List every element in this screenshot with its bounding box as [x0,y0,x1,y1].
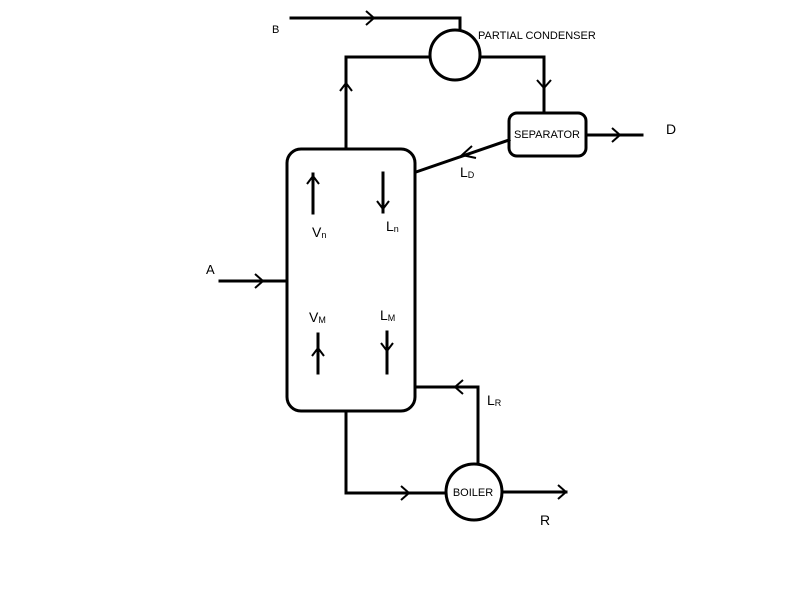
feed-b-arrow [365,10,376,26]
lm-label-sub: M [388,313,396,323]
vm-flow-arrow [311,346,325,357]
partial-condenser [428,28,482,82]
boilup-arrow [453,379,464,395]
feed-b-label: B [272,24,279,36]
residue-arrow [557,484,568,500]
overhead-vapor-line [344,55,432,151]
vn-label-sub: n [321,230,326,240]
lm-label: LM [380,307,395,323]
bottoms-arrow [400,485,411,501]
lm-label-main: L [380,307,388,323]
vn-label: Vn [312,224,326,240]
distillate-arrow [611,127,622,143]
reflux-label-sub: D [468,170,475,180]
boilup-label-main: L [487,392,495,408]
reflux-label-main: L [460,164,468,180]
ln-label-sub: n [394,224,399,234]
vm-label-sub: M [318,315,326,325]
ln-flow-arrow [376,200,390,211]
bottoms-line [344,409,448,495]
ln-label-main: L [386,218,394,234]
distillate-label: D [666,121,676,137]
boilup-line [413,385,480,466]
feed-b-line [289,16,462,34]
reflux-label: LD [460,164,475,180]
residue-label: R [540,512,550,528]
vn-flow-arrow [306,174,320,185]
lm-flow-arrow [380,342,394,353]
boiler-label: BOILER [453,487,493,499]
boilup-label-sub: R [495,398,502,408]
boilup-label: LR [487,392,502,408]
separator-label: SEPARATOR [514,129,580,141]
vm-label-main: V [309,309,319,325]
distillation-column [285,147,417,413]
condensate-arrow [536,79,552,90]
ln-label: Ln [386,218,399,234]
overhead-vapor-arrow [339,81,353,92]
feed-a-arrow [254,273,265,289]
reflux-arrow [459,145,477,159]
partial-condenser-label: PARTIAL CONDENSER [478,30,596,42]
feed-a-label: A [206,262,215,277]
condensate-line [478,55,546,115]
vm-label: VM [309,309,326,325]
vn-label-main: V [312,224,322,240]
